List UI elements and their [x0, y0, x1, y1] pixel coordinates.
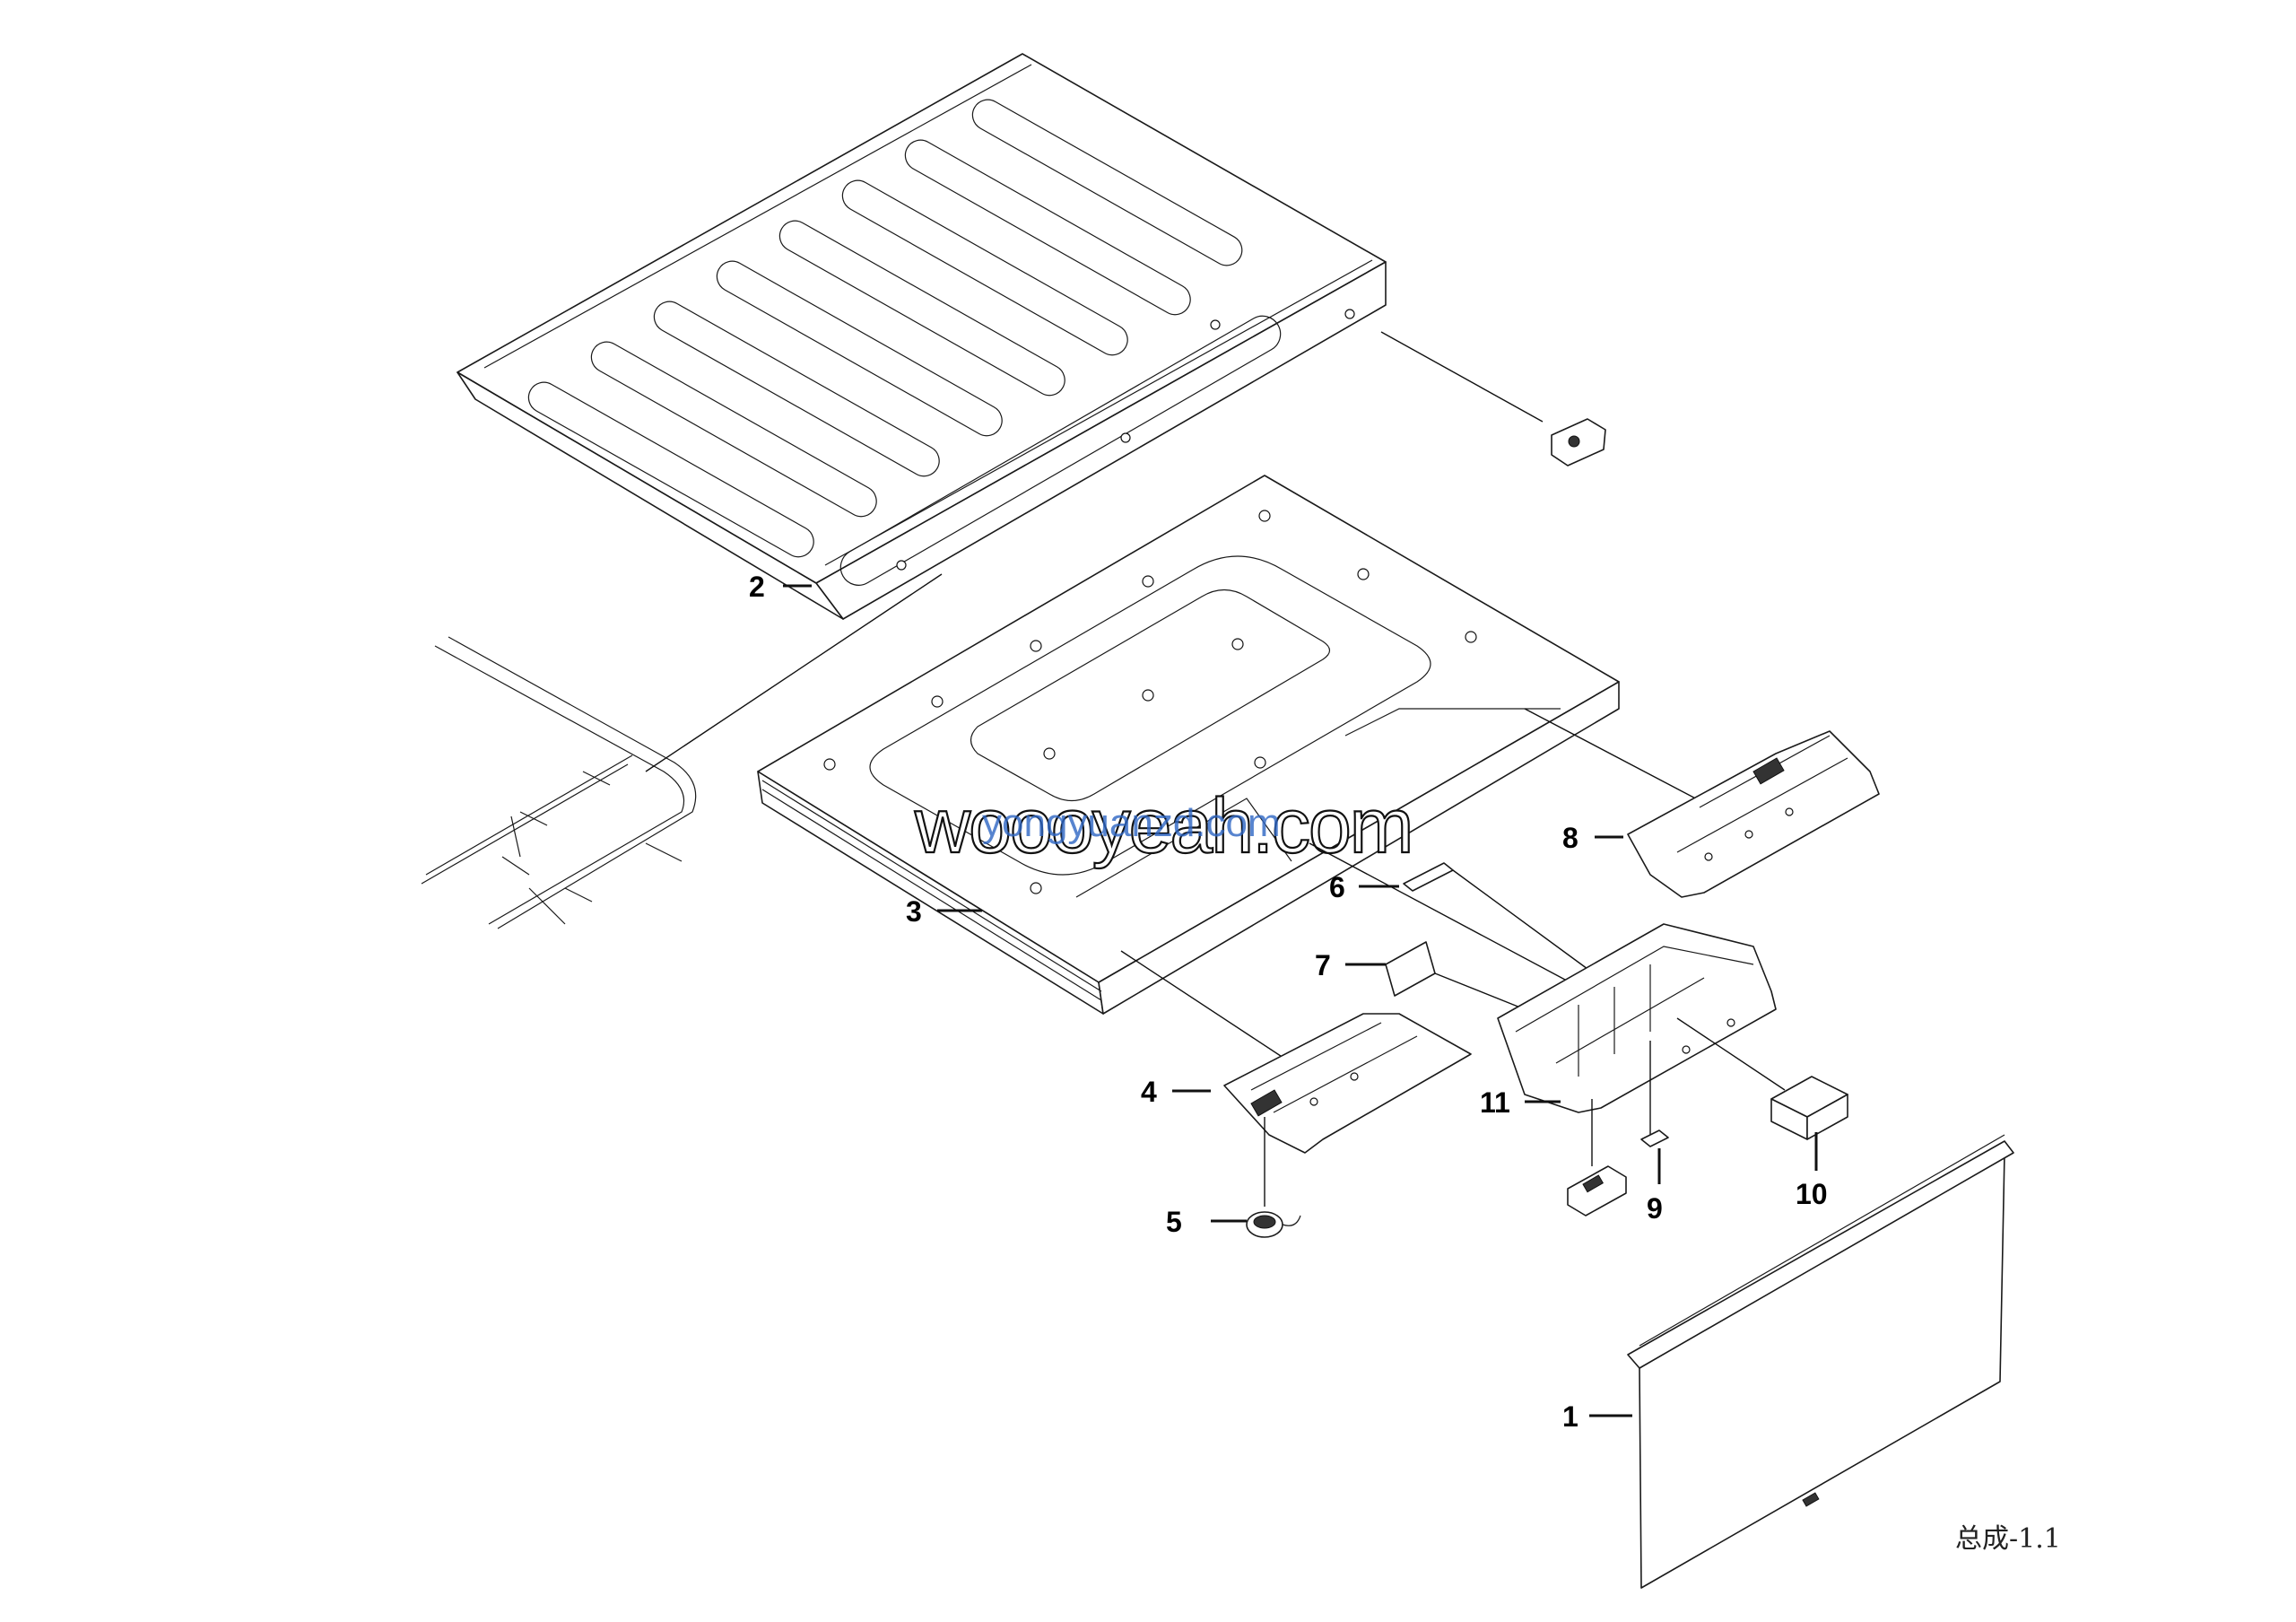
part-1-sunshade — [1627, 1134, 2014, 1589]
part-8-console — [1627, 730, 1880, 898]
frame-outline — [421, 636, 697, 929]
part-4-console — [1223, 1013, 1472, 1154]
part-11-center-console — [1497, 923, 1777, 1113]
watermark-overlay-text: yongyuanzd.com — [982, 801, 1281, 845]
watermark: woooyeah.com yongyuanzd.com — [913, 782, 1415, 870]
callout-7: 7 — [1315, 949, 1331, 981]
callout-leaders — [783, 584, 1818, 1417]
callout-8: 8 — [1562, 822, 1578, 854]
part-5-speaker — [1246, 1211, 1301, 1238]
assembly-caption: 总成-1.1 — [1955, 1523, 2061, 1555]
part-2-roof-panel — [457, 53, 1387, 620]
switch-part — [1567, 1165, 1627, 1216]
part-9-tab — [1640, 1129, 1669, 1147]
clip-part — [1551, 418, 1606, 467]
callout-1: 1 — [1562, 1400, 1578, 1433]
part-7-bracket — [1385, 941, 1436, 997]
callout-3: 3 — [906, 895, 922, 928]
callout-9: 9 — [1647, 1192, 1663, 1225]
callout-10: 10 — [1796, 1178, 1828, 1210]
callout-11: 11 — [1480, 1086, 1510, 1119]
callout-2: 2 — [749, 571, 765, 603]
callout-6: 6 — [1329, 871, 1345, 903]
part-10-box — [1770, 1076, 1848, 1140]
callout-labels: 2 3 4 5 6 7 8 9 10 11 1 — [749, 571, 1828, 1433]
roof-ribs — [527, 99, 1282, 586]
part-3-headliner — [757, 475, 1620, 1015]
callout-5: 5 — [1166, 1206, 1182, 1238]
callout-4: 4 — [1141, 1076, 1157, 1108]
